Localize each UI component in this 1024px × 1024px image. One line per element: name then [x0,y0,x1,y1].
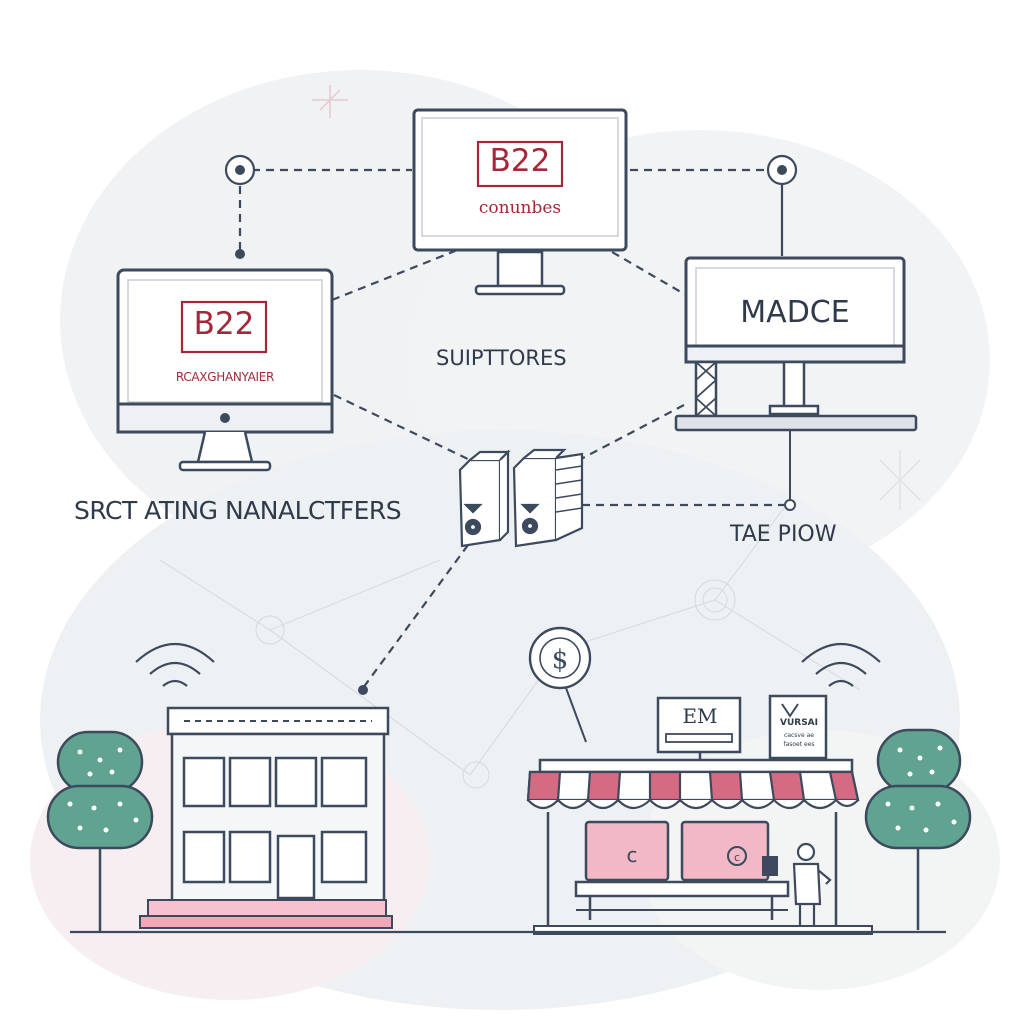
shopkeeper-figure [792,842,832,926]
monitor-top [412,108,628,296]
dollar-coin-icon: $ [528,626,592,743]
tree-right [864,728,972,930]
left-monitor-badge: B22 [193,306,255,342]
wifi-icon-left [135,642,215,687]
shop-storefront: c c [526,694,873,935]
left-monitor-caption: RCAXGHANYAIER [175,370,275,384]
right-label: TAE PIOW [730,522,837,547]
shop-sign-right-line-1: cacsve ae [784,732,814,739]
office-building [139,706,393,929]
svg-text:$: $ [552,645,569,675]
monitor-left [116,268,334,472]
right-monitor-title: MADCE [740,295,850,330]
top-monitor-badge: B22 [489,143,551,179]
shop-sign-left: EM [682,704,718,728]
left-label: SRCT ATING NANALCTFERS [74,496,402,525]
connector-nodes [224,154,798,695]
monitor-right [674,256,918,432]
svg-text:c: c [627,843,638,867]
wifi-icon-right [801,642,881,687]
top-monitor-caption: conunbes [478,198,562,218]
tree-left [46,730,154,932]
svg-text:c: c [734,851,740,864]
shop-sign-right-line-2: fasoet ees [783,741,815,748]
server-icon [458,448,584,548]
shop-sign-right-title: VURSAI [780,718,818,728]
center-label: SUIPTTORES [436,346,567,370]
